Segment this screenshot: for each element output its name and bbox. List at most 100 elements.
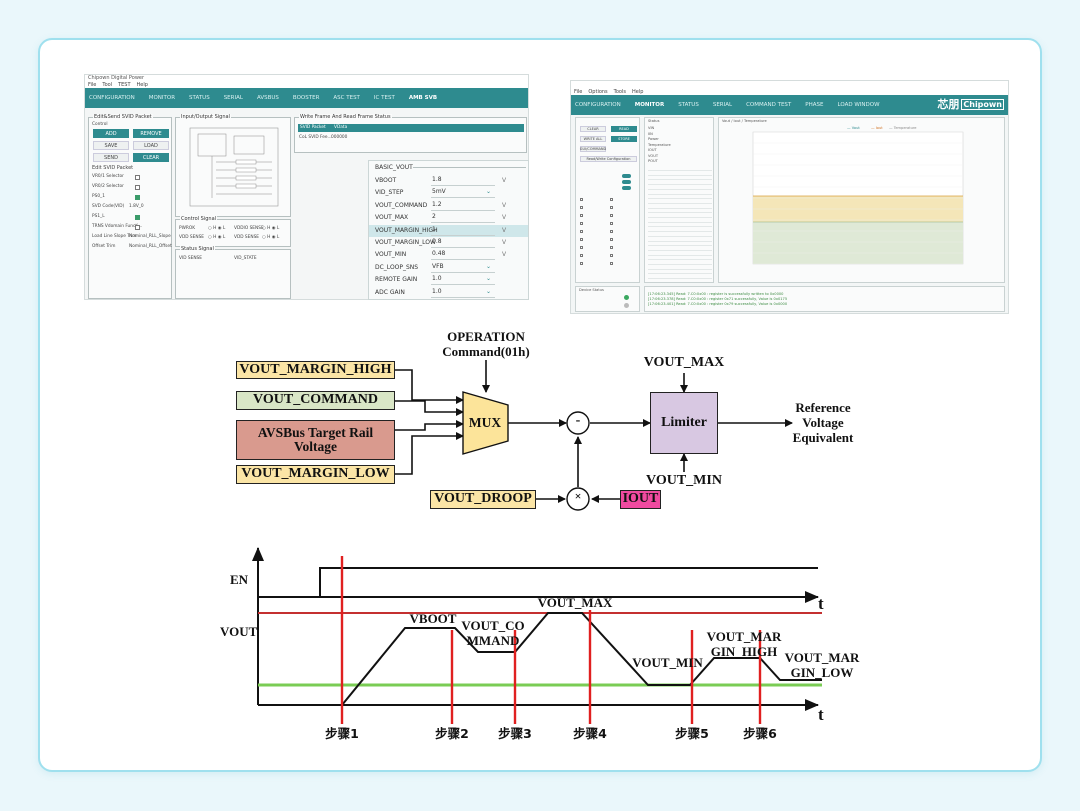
- status-led-icon-2: [624, 303, 629, 308]
- menu-tool[interactable]: Tool: [102, 82, 113, 88]
- packet-row-value[interactable]: Nominal_RLL_Offset: [129, 244, 172, 249]
- series-checkbox[interactable]: [610, 214, 613, 217]
- control-signal-group: Control Signal PWROK ○ H ◉ L VDDIO SENSE…: [175, 216, 291, 247]
- series-checkbox[interactable]: [580, 206, 583, 209]
- remove-button[interactable]: REMOVE: [133, 129, 169, 138]
- menu-bar: File Tool TEST Help: [85, 82, 528, 88]
- menu-test[interactable]: TEST: [118, 82, 131, 88]
- vout-param-key: VID_STEP: [375, 189, 404, 197]
- t-label-1: t: [818, 594, 824, 613]
- vout-param-key: VOUT_COMMAND: [375, 201, 428, 209]
- packet-checkbox[interactable]: [135, 225, 140, 230]
- series-checkbox[interactable]: [580, 222, 583, 225]
- vout-param-row[interactable]: VID_STEP 5mV⌄: [369, 187, 528, 199]
- menu-file[interactable]: File: [88, 82, 97, 88]
- tab-asc-test[interactable]: ASC TEST: [333, 95, 360, 101]
- tab-configuration[interactable]: CONFIGURATION: [89, 95, 135, 101]
- edit-send-group: Edit&Send SVID Packet Control ADD REMOVE…: [88, 114, 172, 299]
- chevron-down-icon[interactable]: ⌄: [486, 287, 492, 295]
- vout-param-value[interactable]: 0.8: [431, 238, 495, 248]
- vout-param-value[interactable]: 2: [431, 213, 495, 224]
- tab-amb-svb[interactable]: AMB SVB: [408, 95, 438, 101]
- vout-param-unit: V: [502, 177, 507, 184]
- status-row-label: IOUT: [648, 148, 657, 152]
- vout-param-unit: V: [502, 214, 507, 222]
- vout-param-key: ADC GAIN: [375, 288, 405, 296]
- tab-avsbus[interactable]: AVSBUS: [256, 95, 279, 101]
- chevron-down-icon[interactable]: ⌄: [486, 275, 492, 283]
- tab-bar-2: CONFIGURATION MONITOR STATUS SERIAL COMM…: [571, 95, 1008, 115]
- vout-param-unit: V: [502, 201, 507, 209]
- series-checkbox[interactable]: [610, 246, 613, 249]
- series-checkbox[interactable]: [610, 198, 613, 201]
- step-label: 步骤3: [498, 726, 532, 741]
- series-checkbox[interactable]: [610, 254, 613, 257]
- chevron-down-icon[interactable]: ⌄: [486, 262, 492, 270]
- series-checkbox[interactable]: [580, 254, 583, 257]
- chevron-down-icon[interactable]: ⌄: [486, 188, 492, 196]
- series-checkbox[interactable]: [610, 262, 613, 265]
- load-button[interactable]: LOAD: [133, 141, 169, 150]
- send-button[interactable]: SEND: [93, 153, 129, 162]
- device-status-box: Device Status: [575, 286, 640, 312]
- series-checkbox[interactable]: [610, 238, 613, 241]
- series-checkbox[interactable]: [580, 262, 583, 265]
- packet-row-value[interactable]: 1.8V_0: [129, 204, 144, 209]
- packet-row-label: TRNS Vdomain Functi...: [92, 224, 143, 229]
- tab-monitor[interactable]: MONITOR: [148, 95, 176, 101]
- series-checkbox[interactable]: [610, 222, 613, 225]
- vout-param-unit: V: [502, 226, 507, 234]
- tab-ic-test[interactable]: IC TEST: [373, 95, 395, 101]
- series-checkbox[interactable]: [580, 198, 583, 201]
- series-checkbox[interactable]: [580, 246, 583, 249]
- series-checkbox[interactable]: [610, 230, 613, 233]
- step-label: 步骤2: [435, 726, 469, 741]
- menu-help[interactable]: Help: [136, 82, 148, 88]
- input-avsbus-target: AVSBus Target Rail Voltage: [236, 420, 395, 460]
- clear-button[interactable]: CLEAR: [133, 153, 169, 162]
- input-vout-margin-low: VOUT_MARGIN_LOW: [236, 465, 395, 484]
- vout-param-value[interactable]: 0.48: [431, 250, 495, 261]
- mux-block: [462, 391, 509, 455]
- tab-serial[interactable]: SERIAL: [223, 95, 243, 101]
- vout-param-value[interactable]: 5mV: [431, 188, 495, 199]
- label-vout-min: VOUT_MIN: [632, 655, 703, 670]
- packet-row-label: SVD Code(VID): [92, 204, 125, 209]
- series-checkbox[interactable]: [610, 206, 613, 209]
- packet-row-label: Offset Trim: [92, 244, 116, 249]
- packet-checkbox[interactable]: [135, 185, 140, 190]
- vout-param-value[interactable]: 1.0: [431, 288, 495, 298]
- label-vout-max: VOUT_MAX: [537, 595, 613, 610]
- tab-booster[interactable]: BOOSTER: [292, 95, 320, 101]
- tab-status[interactable]: STATUS: [189, 95, 210, 101]
- vout-param-value[interactable]: 1.0: [431, 275, 495, 286]
- series-checkbox[interactable]: [580, 214, 583, 217]
- vout-param-value[interactable]: 1: [431, 226, 495, 236]
- label-vout-margin-high: VOUT_MAR GIN_HIGH: [706, 629, 782, 659]
- packet-checkbox[interactable]: [135, 175, 140, 180]
- packet-row-value[interactable]: Nominal_RLL_Slope: [129, 234, 171, 239]
- vout-param-value[interactable]: VFB: [431, 263, 495, 273]
- packet-row-label: VR0/1 Selector: [92, 174, 124, 179]
- series-checkbox[interactable]: [580, 238, 583, 241]
- packet-checkbox[interactable]: [135, 215, 140, 220]
- add-button[interactable]: ADD: [93, 129, 129, 138]
- packet-checkbox[interactable]: [135, 195, 140, 200]
- window-title: Chipown Digital Power: [85, 75, 528, 82]
- series-checkbox[interactable]: [580, 230, 583, 233]
- vout-param-row[interactable]: ADC GAIN 1.0⌄: [369, 287, 528, 299]
- packet-row-label: PS0_1: [92, 194, 105, 199]
- vout-param-value[interactable]: 1.8: [431, 176, 495, 186]
- save-button[interactable]: SAVE: [93, 141, 129, 150]
- vout-param-value[interactable]: 1.2: [431, 201, 495, 211]
- basic-vout-title: BASIC_VOUT: [375, 164, 413, 171]
